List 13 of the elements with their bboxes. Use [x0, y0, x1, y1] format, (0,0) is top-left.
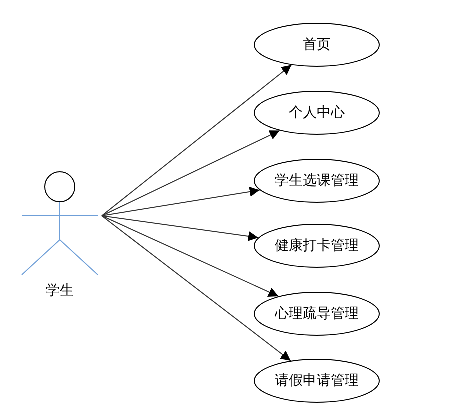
arrow — [102, 216, 259, 242]
arrow — [102, 130, 280, 216]
use-case-ellipse: 心理疏导管理 — [254, 292, 380, 336]
use-case-ellipse: 请假申请管理 — [254, 359, 380, 403]
use-case-ellipse: 学生选课管理 — [254, 159, 380, 203]
use-case-ellipse: 健康打卡管理 — [254, 224, 380, 268]
use-case-ellipse: 首页 — [254, 23, 380, 67]
arrow — [102, 216, 280, 298]
use-case-ellipse: 个人中心 — [254, 91, 380, 135]
arrow — [102, 186, 260, 216]
arrow — [102, 216, 292, 362]
actor-label: 学生 — [45, 282, 75, 300]
arrow — [102, 64, 292, 216]
